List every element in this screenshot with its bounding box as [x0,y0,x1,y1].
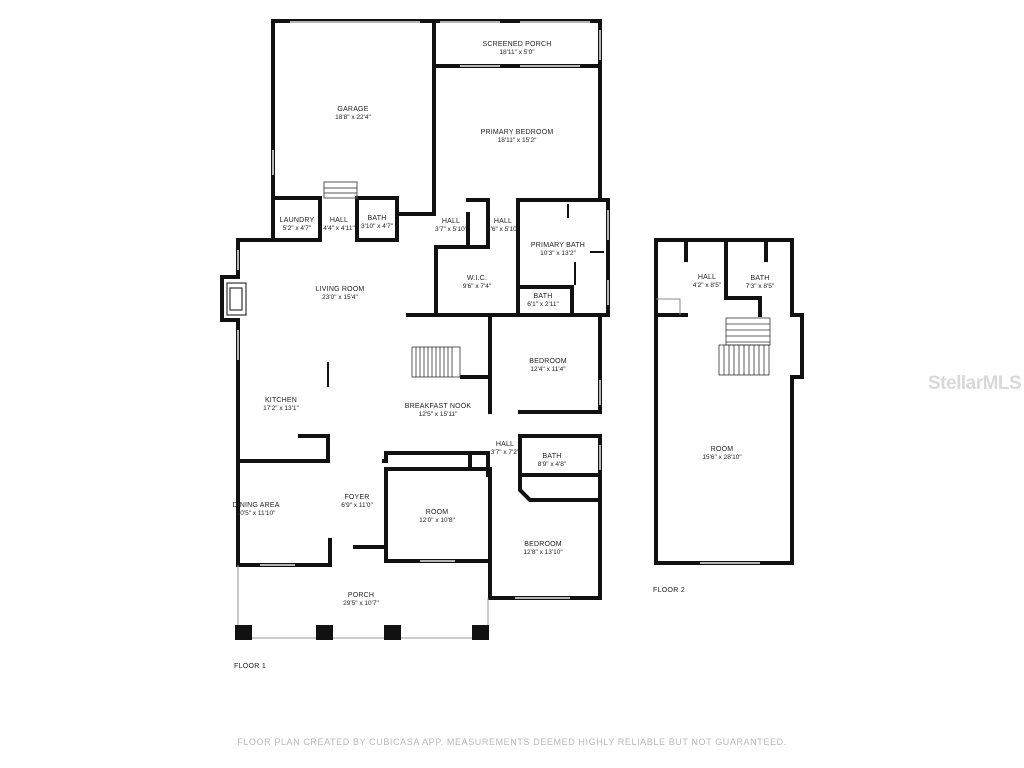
room-f2-label: ROOM 15'6" x 28'10" [702,446,742,462]
bath-center-label: BATH 8'9" x 4'8" [537,453,567,469]
garage-label: GARAGE 18'8" x 22'4" [335,106,371,122]
dining-area-label: DINING AREA 10'5" x 11'10" [232,502,280,518]
floor-2-walls [654,238,804,565]
primary-bedroom-label: PRIMARY BEDROOM 18'11" x 15'2" [480,129,554,145]
floor-1-stairs [411,346,461,378]
fireplace [226,282,247,316]
hall-center-label: HALL 3'7" x 7'2" [490,441,520,457]
porch-walls [237,565,489,639]
breakfast-nook-label: BREAKFAST NOOK 12'5" x 15'11" [404,403,472,419]
garage-steps [323,181,358,199]
room-1-label: ROOM 12'0" x 10'8" [419,509,455,525]
floor-1-windows [237,21,609,599]
hall-laundry-label: HALL 4'4" x 4'11" [323,217,355,233]
floor-2-stairs [718,317,771,376]
hall-b-label: HALL 3'6" x 5'10" [486,218,520,234]
porch-label: PORCH 29'5" x 10'7" [343,592,379,608]
bath-small-label: BATH 6'1" x 2'11" [527,293,559,309]
stellarmls-watermark: StellarMLS [928,373,1022,394]
hall-a-label: HALL 3'7" x 5'10" [434,218,468,234]
floor-1-label: FLOOR 1 [234,663,267,670]
hall-f2-label: HALL 4'2" x 8'5" [692,274,722,290]
living-room-label: LIVING ROOM 23'0" x 15'4" [315,286,365,302]
bath-laundry-label: BATH 3'10" x 4'7" [360,215,394,231]
screened-porch-label: SCREENED PORCH 18'11" x 5'0" [482,41,552,57]
primary-bath-label: PRIMARY BATH 10'3" x 13'2" [530,242,586,258]
laundry-label: LAUNDRY 5'2" x 4'7" [279,217,315,233]
floor-2-label: FLOOR 2 [653,587,686,594]
bedroom-1-label: BEDROOM 12'4" x 11'4" [529,358,567,374]
floor-1-walls [220,19,610,600]
kitchen-label: KITCHEN 17'2" x 13'1" [263,397,299,413]
disclaimer-footer: FLOOR PLAN CREATED BY CUBICASA APP. MEAS… [237,737,787,747]
bath-f2-label: BATH 7'3" x 8'5" [745,275,775,291]
porch-columns [235,625,489,640]
bedroom-2-label: BEDROOM 12'8" x 13'10" [523,541,563,557]
foyer-label: FOYER 6'9" x 11'0" [341,494,373,510]
wic-label: W.I.C. 9'6" x 7'4" [462,275,492,291]
